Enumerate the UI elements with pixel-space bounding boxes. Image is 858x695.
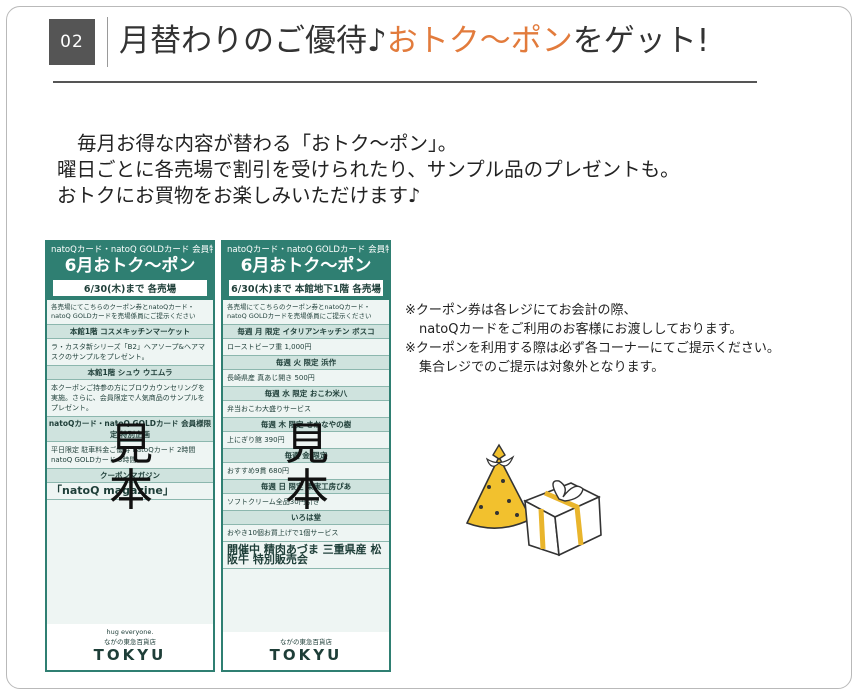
coupon-section-text: おやき10個お買上げで1個サービス (223, 525, 389, 542)
coupon-note: 各売場にてこちらのクーポン券とnatoQカード・natoQ GOLDカードを売場… (223, 300, 389, 325)
coupon-title: 6月おトク〜ポン (64, 256, 196, 276)
coupon-section-label: 毎週 金 限定 (223, 449, 389, 463)
party-gift-icon (465, 443, 602, 557)
sample-stamp-char: 本 (285, 465, 329, 516)
coupon-section-label: 本館1階 シュウ ウエムラ (47, 366, 213, 380)
coupon-section-label: 毎週 日 限定 果実工房ぴあ (223, 480, 389, 494)
coupon-section-label: 毎週 水 限定 おこわ米八 (223, 387, 389, 401)
coupon-section-text: 弁当おこわ大盛りサービス (223, 401, 389, 418)
coupon-title: 6月おトク〜ポン (240, 256, 372, 276)
notes-line-4: 集合レジでのご提示は対象外となります。 (419, 360, 665, 375)
intro-text: 毎月お得な内容が替わる「おトク〜ポン」。 曜日ごとに各売場で割引を受けられたり、… (57, 131, 680, 209)
coupon-tagline: hug everyone. (106, 628, 154, 636)
page-title: 月替わりのご優待♪おトク〜ポンをゲット! (119, 21, 709, 61)
title-rule (53, 81, 757, 83)
coupon-logo: TOKYU (269, 646, 343, 664)
intro-line-1: 毎月お得な内容が替わる「おトク〜ポン」。 (77, 132, 458, 155)
notes-line-3: ※クーポンを利用する際は必ず各コーナーにてご提示ください。 (405, 341, 780, 356)
coupon-section-text: 長崎県産 真あじ開き 500円 (223, 370, 389, 387)
title-suffix: をゲット! (572, 23, 710, 59)
coupon-section-text: 上にぎり館 390円 (223, 432, 389, 449)
page-frame: 02 月替わりのご優待♪おトク〜ポンをゲット! 毎月お得な内容が替わる「おトク〜… (6, 6, 852, 689)
coupon-section-label: 本館1階 コスメキッチンマーケット (47, 325, 213, 339)
coupon-section-label: 毎週 火 限定 浜作 (223, 356, 389, 370)
coupon-section-text: ローストビーフ重 1,000円 (223, 339, 389, 356)
section-number-badge: 02 (49, 19, 95, 65)
coupon-notes: ※クーポン券は各レジにてお会計の際、 natoQカードをご利用のお客様にお渡しし… (405, 301, 780, 377)
intro-line-3: おトクにお買物をお楽しみいただけます♪ (57, 184, 421, 207)
coupon-sample-right: natoQカード・natoQ GOLDカード 会員特典 6月おトク〜ポン 6/3… (221, 240, 391, 672)
title-separator (107, 17, 108, 67)
coupon-brand: natoQカード・natoQ GOLDカード 会員特典 (227, 245, 391, 255)
coupon-section-text: 「natoQ magazine」 (47, 483, 213, 500)
title-prefix: 月替わりのご優待♪ (119, 23, 387, 59)
sample-stamp-char: 見 (285, 419, 329, 470)
coupon-event-text: 開催中 精肉あづま 三重県産 松阪牛 特別販売会 (223, 542, 389, 569)
coupon-footer: ながの東急百貨店 TOKYU (223, 632, 389, 670)
coupon-brand: natoQカード・natoQ GOLDカード 会員特典 (51, 245, 215, 255)
coupon-store: ながの東急百貨店 (104, 638, 156, 646)
coupon-date: 6/30(木)まで 各売場 (53, 280, 207, 296)
coupon-section-label: natoQカード・natoQ GOLDカード 会員様限定 特別企画 (47, 417, 213, 442)
coupon-header: natoQカード・natoQ GOLDカード 会員特典 6月おトク〜ポン 6/3… (223, 242, 389, 300)
coupon-sample-left: natoQカード・natoQ GOLDカード 会員特典 6月おトク〜ポン 6/3… (45, 240, 215, 672)
coupon-section-text: 本クーポンご持参の方にブロウカウンセリングを実施。さらに、会員限定で人気商品のサ… (47, 380, 213, 417)
coupon-section-text: おすすめ9貫 680円 (223, 463, 389, 480)
coupon-logo: TOKYU (93, 646, 167, 664)
coupon-footer: hug everyone. ながの東急百貨店 TOKYU (47, 624, 213, 670)
coupon-section-label: 毎週 木 限定 さかなやの樹 (223, 418, 389, 432)
coupon-section-label: 毎週 月 限定 イタリアンキッチン ボスコ (223, 325, 389, 339)
notes-line-2: natoQカードをご利用のお客様にお渡ししております。 (419, 322, 743, 337)
coupon-header: natoQカード・natoQ GOLDカード 会員特典 6月おトク〜ポン 6/3… (47, 242, 213, 300)
coupon-section-label: いろは堂 (223, 511, 389, 525)
coupon-section-text: ラ・カスタ新シリーズ「B2」ヘアソープ&ヘアマスクのサンプルをプレゼント。 (47, 339, 213, 366)
sample-stamp-char: 本 (109, 465, 153, 516)
coupon-store: ながの東急百貨店 (280, 638, 332, 646)
coupon-date: 6/30(木)まで 本館地下1階 各売場 (229, 280, 383, 296)
coupon-section-label: クーポンマガジン (47, 469, 213, 483)
coupon-section-text: ソフトクリーム全品30円引き (223, 494, 389, 511)
sample-stamp-char: 見 (109, 419, 153, 470)
title-accent: おトク〜ポン (386, 23, 573, 59)
coupon-note: 各売場にてこちらのクーポン券とnatoQカード・natoQ GOLDカードを売場… (47, 300, 213, 325)
intro-line-2: 曜日ごとに各売場で割引を受けられたり、サンプル品のプレゼントも。 (57, 158, 680, 181)
notes-line-1: ※クーポン券は各レジにてお会計の際、 (405, 303, 637, 318)
coupon-section-text: 平日限定 駐車料金ご優待 natoQカード 2時間 natoQ GOLDカード … (47, 442, 213, 469)
